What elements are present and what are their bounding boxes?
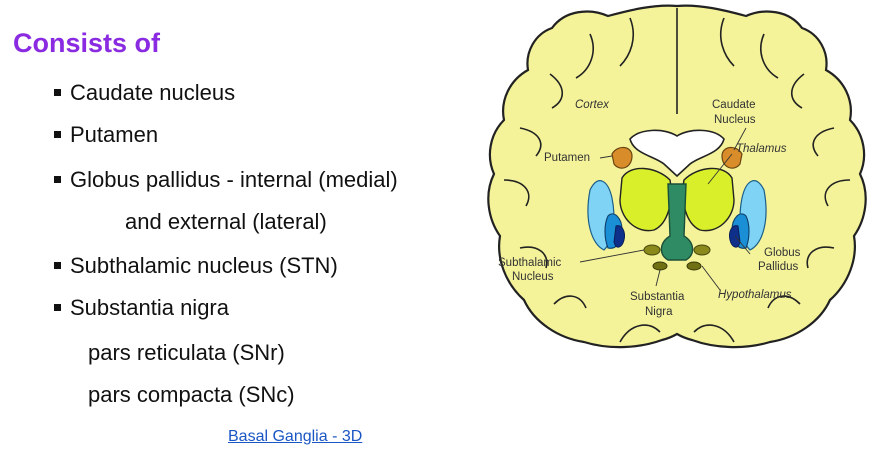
leader-lines bbox=[579, 127, 751, 291]
label-globus: Globus bbox=[764, 247, 801, 259]
bullet-marker bbox=[54, 130, 61, 138]
globus-pallidus-internal-left bbox=[613, 225, 625, 248]
list-item-text: and external (lateral) bbox=[125, 209, 327, 234]
label-subthalamic-nucleus: Nucleus bbox=[512, 271, 554, 283]
list-item: Substantia nigra bbox=[54, 295, 229, 321]
label-putamen: Putamen bbox=[544, 152, 590, 164]
list-sub-item: pars reticulata (SNr) bbox=[88, 340, 285, 366]
brain-coronal-section-diagram: Cortex Caudate Nucleus Thalamus Putamen … bbox=[480, 4, 875, 356]
label-hypothalamus: Hypothalamus bbox=[718, 289, 792, 301]
list-item: Globus pallidus - internal (medial) bbox=[54, 167, 398, 193]
slide-heading: Consists of bbox=[13, 28, 161, 58]
list-item: Putamen bbox=[54, 122, 158, 148]
bullet-marker bbox=[54, 88, 61, 96]
basal-ganglia-3d-link[interactable]: Basal Ganglia - 3D bbox=[228, 428, 363, 445]
list-item-text: Globus pallidus - internal (medial) bbox=[70, 167, 398, 192]
cortical-folds bbox=[503, 8, 851, 343]
subthalamic-nucleus-right bbox=[693, 244, 711, 256]
list-item-text: pars reticulata (SNr) bbox=[88, 340, 285, 365]
globus-pallidus-internal-right bbox=[729, 225, 741, 248]
label-thalamus: Thalamus bbox=[736, 143, 787, 155]
thalamus-right bbox=[682, 167, 735, 232]
caudate-left bbox=[611, 146, 633, 169]
label-caudate: Caudate bbox=[712, 99, 755, 111]
list-item-text: Subthalamic nucleus (STN) bbox=[70, 253, 338, 278]
label-nigra: Nigra bbox=[645, 306, 673, 318]
label-pallidus: Pallidus bbox=[758, 261, 799, 273]
bullet-marker bbox=[54, 261, 61, 269]
substantia-nigra-left bbox=[652, 261, 668, 271]
lateral-ventricles bbox=[629, 129, 725, 178]
bullet-marker bbox=[54, 175, 61, 183]
subthalamic-nucleus-left bbox=[643, 244, 661, 256]
label-cortex: Cortex bbox=[575, 99, 610, 111]
list-item-text: pars compacta (SNc) bbox=[88, 382, 295, 407]
list-sub-item: pars compacta (SNc) bbox=[88, 382, 295, 408]
list-item-text: Putamen bbox=[70, 122, 159, 147]
list-item-continuation: and external (lateral) bbox=[125, 209, 327, 235]
list-item-text: Substantia nigra bbox=[70, 295, 229, 320]
bullet-marker bbox=[54, 303, 61, 311]
brain-diagram-svg: Cortex Caudate Nucleus Thalamus Putamen … bbox=[487, 4, 867, 349]
list-item-text: Caudate nucleus bbox=[70, 80, 236, 105]
list-item: Caudate nucleus bbox=[54, 80, 235, 106]
label-caudate-nucleus: Nucleus bbox=[714, 114, 756, 126]
label-subthalamic: Subthalamic bbox=[498, 257, 562, 269]
label-substantia: Substantia bbox=[630, 291, 685, 303]
brainstem bbox=[660, 183, 694, 261]
list-item: Subthalamic nucleus (STN) bbox=[54, 253, 338, 279]
substantia-nigra-right bbox=[686, 261, 702, 271]
thalamus-left bbox=[619, 167, 672, 232]
